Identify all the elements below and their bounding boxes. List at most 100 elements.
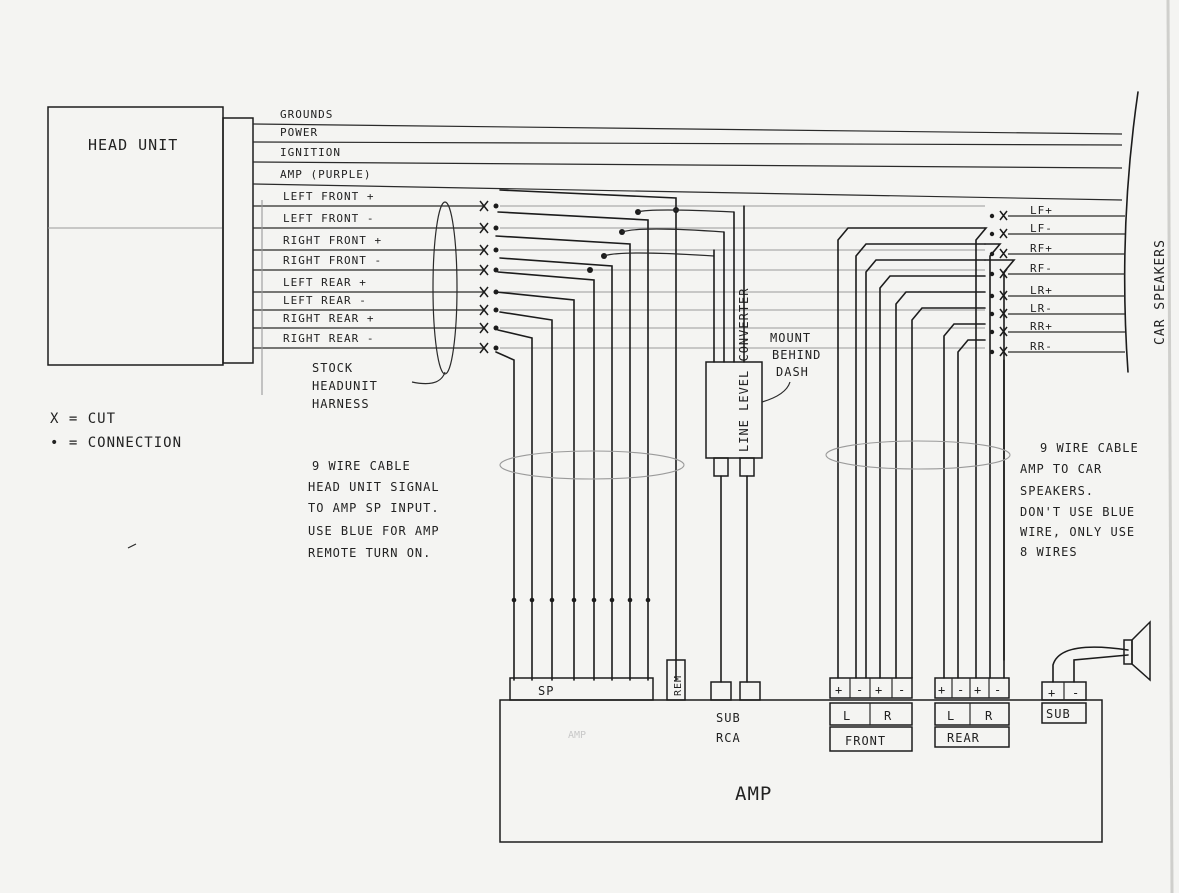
rear-r-plus: + — [974, 683, 982, 697]
cut-mark — [999, 308, 1008, 319]
wire-label: POWER — [280, 126, 318, 139]
connection-dot — [989, 271, 995, 277]
speaker-side-label: LF+ — [1030, 204, 1053, 217]
connection-dot — [493, 247, 499, 253]
cut-mark — [479, 264, 489, 276]
wire-label: RIGHT FRONT + — [283, 234, 382, 247]
wire — [252, 123, 1123, 135]
signal-wire — [497, 329, 533, 681]
wire-label: AMP (PURPLE) — [280, 168, 371, 181]
branch-wire — [637, 209, 735, 213]
signal-cable-wires — [495, 189, 735, 681]
speaker-wire — [911, 307, 986, 679]
amp-label: AMP — [735, 783, 772, 805]
signal-wire — [497, 211, 649, 681]
signal-wire — [499, 311, 553, 681]
car-speakers-label: CAR SPEAKERS — [1153, 239, 1168, 345]
harness-note-line: HEADUNIT — [312, 379, 378, 393]
connection-dot — [529, 597, 535, 603]
speaker-side-label: LR- — [1030, 302, 1053, 315]
sp-input-label: SP — [538, 684, 554, 698]
cut-mark — [479, 304, 489, 316]
rear-l-minus: - — [957, 683, 965, 697]
head-unit-label: HEAD UNIT — [88, 136, 178, 154]
harness-note-line: HARNESS — [312, 397, 370, 411]
wire-label: LEFT FRONT - — [283, 212, 374, 225]
front-l-minus: - — [856, 683, 864, 697]
signal-wire — [499, 257, 613, 681]
sub-plus: + — [1048, 686, 1056, 700]
legend-connection: • = CONNECTION — [50, 435, 182, 451]
speaker-wire — [943, 323, 986, 679]
speaker-wire — [984, 243, 1002, 679]
legend-cut: X = CUT — [50, 411, 116, 427]
connection-dot — [989, 231, 995, 237]
wire-label: LEFT REAR - — [283, 294, 367, 307]
front-l-plus: + — [835, 683, 843, 697]
signal-cable-note-line: USE BLUE FOR AMP — [308, 524, 440, 538]
connection-dot — [493, 267, 499, 273]
wire-label: GROUNDS — [280, 108, 333, 121]
amp-faint-label: AMP — [568, 730, 586, 741]
converter-note-line: DASH — [776, 365, 809, 379]
signal-cable-note-line: TO AMP SP INPUT. — [308, 501, 440, 515]
speaker-cable-note-line: 9 WIRE CABLE — [1040, 441, 1139, 455]
car-speaker-bracket — [1123, 91, 1139, 373]
signal-cable-note-line: HEAD UNIT SIGNAL — [308, 480, 440, 494]
speaker-side-labels: LF+LF-RF+RF-LR+LR-RR+RR- — [989, 204, 1125, 357]
connection-dot — [493, 307, 499, 313]
cut-mark — [999, 210, 1008, 221]
legend: X = CUT • = CONNECTION — [50, 411, 182, 451]
wire-label: RIGHT REAR + — [283, 312, 374, 325]
sub-minus: - — [1072, 686, 1080, 700]
sub-label: SUB — [1046, 707, 1071, 721]
wire-label: IGNITION — [280, 146, 341, 159]
connection-dot — [609, 597, 615, 603]
signal-wire — [499, 189, 677, 681]
cut-mark — [479, 244, 489, 256]
subwoofer-icon — [1123, 639, 1133, 665]
junction-dot — [587, 267, 593, 273]
rear-r-minus: - — [994, 683, 1002, 697]
converter-label: LINE LEVEL CONVERTER — [737, 288, 751, 453]
signal-cable-note: 9 WIRE CABLE HEAD UNIT SIGNAL TO AMP SP … — [308, 459, 440, 560]
speaker-cable-note-line: AMP TO CAR — [1020, 462, 1102, 476]
rem-label: REM — [673, 675, 684, 696]
front-label: FRONT — [845, 734, 886, 748]
speaker-cable-note: 9 WIRE CABLE AMP TO CAR SPEAKERS. DON'T … — [1020, 441, 1139, 559]
cut-mark — [999, 228, 1008, 239]
speaker-cable-wires — [837, 227, 1016, 679]
front-left-label: L — [843, 709, 851, 723]
sub-rca-label: RCA — [716, 731, 741, 745]
rear-right-label: R — [985, 709, 993, 723]
connection-dot — [493, 325, 499, 331]
cut-mark — [479, 222, 489, 234]
speaker-wire — [957, 339, 986, 679]
signal-wire — [495, 351, 515, 681]
speaker-wire — [865, 259, 986, 679]
speaker-wire — [975, 227, 988, 679]
cut-mark — [479, 286, 489, 298]
speaker-wire — [855, 243, 986, 679]
signal-cable-note-line: REMOTE TURN ON. — [308, 546, 431, 560]
cut-mark — [479, 322, 489, 334]
cut-mark — [999, 326, 1008, 337]
speaker-cable-note-line: SPEAKERS. — [1020, 484, 1094, 498]
wire-label: RIGHT FRONT - — [283, 254, 382, 267]
speaker-cable-note-line: 8 WIRES — [1020, 545, 1078, 559]
speaker-side-label: LF- — [1030, 222, 1053, 235]
wire-labels: GROUNDS POWER IGNITION AMP (PURPLE) LEFT FRO… — [280, 108, 382, 345]
speaker-cone-icon — [1131, 620, 1151, 682]
speaker-side-label: LR+ — [1030, 284, 1053, 297]
amplifier: AMP AMP SP REM SUB RCA + - + - L R FRONT… — [499, 620, 1151, 843]
connection-dot — [511, 597, 517, 603]
front-r-minus: - — [898, 683, 906, 697]
connection-dot — [989, 329, 995, 335]
cut-mark — [999, 268, 1008, 279]
rear-left-label: L — [947, 709, 955, 723]
line-level-converter: LINE LEVEL CONVERTER MOUNT BEHIND DASH — [705, 205, 820, 683]
connection-dot — [493, 345, 499, 351]
converter-note-pointer — [761, 381, 791, 403]
connection-dot — [591, 597, 597, 603]
connection-dot — [627, 597, 633, 603]
